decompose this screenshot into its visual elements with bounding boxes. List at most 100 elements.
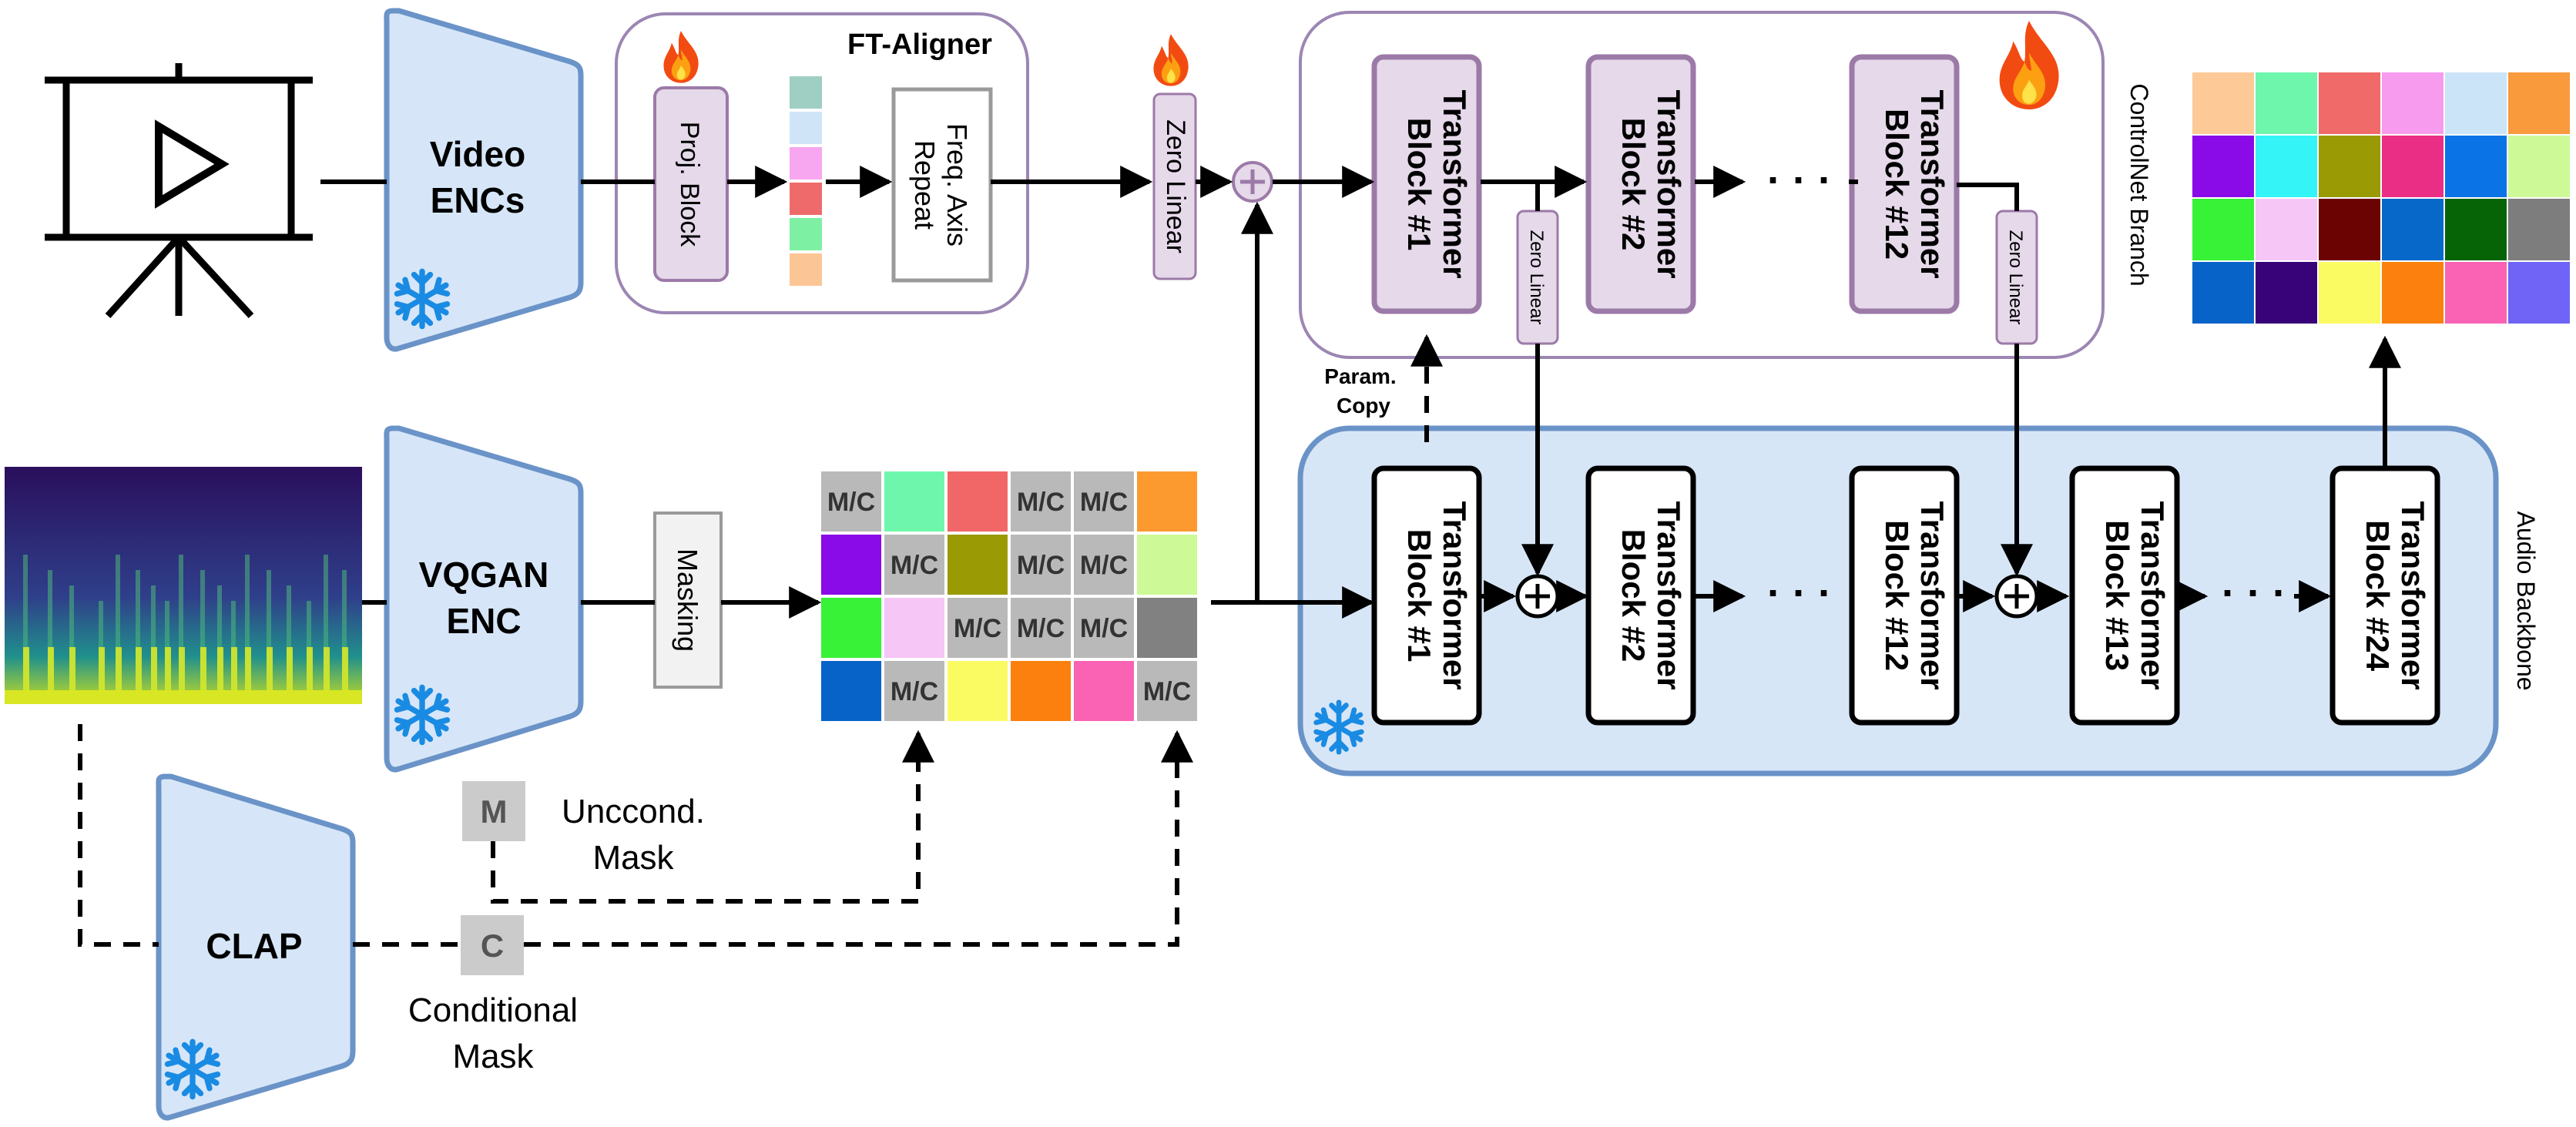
token-cell: [1011, 471, 1071, 532]
spectrogram-streak: [136, 570, 140, 701]
controlnet-block-2-label-line2: Block #2: [1615, 118, 1652, 251]
backbone-ellipsis-2: · · ·: [2222, 570, 2286, 616]
output-token-grid: [2192, 72, 2570, 324]
freq-axis-repeat: Freq. Axis Repeat: [891, 87, 993, 283]
output-token-cell: [2445, 136, 2507, 197]
feature-cell: [788, 252, 823, 287]
spectrogram-streak: [151, 647, 157, 701]
backbone-block-2-label-line2: Block #2: [1615, 529, 1652, 662]
audio-backbone-label: Audio Backbone: [2512, 511, 2540, 690]
token-cell: [821, 535, 881, 595]
clap-encoder-label: CLAP: [206, 926, 302, 966]
cond-mask-token-letter: C: [481, 927, 504, 964]
output-token-cell: [2256, 136, 2317, 197]
zero-linear-block1-label: Zero Linear: [1526, 230, 1547, 325]
zero-linear-block12-label: Zero Linear: [2005, 230, 2026, 325]
feature-cell: [788, 110, 823, 146]
dashed-spectrogram-to-clap: [78, 724, 159, 947]
vqgan-encoder-label-line1: VQGAN: [419, 555, 549, 595]
dashed-connectors: [78, 334, 1443, 947]
token-cell-label: M/C: [1143, 677, 1191, 706]
vqgan-encoder: VQGAN ENC: [384, 425, 584, 773]
proj-block-label: Proj. Block: [675, 122, 704, 247]
backbone-block-5-label-line1: Transformer: [2395, 501, 2431, 689]
token-cell: [1074, 471, 1134, 532]
output-token-cell: [2445, 262, 2507, 324]
zero-linear-aligner-label: Zero Linear: [1161, 119, 1190, 253]
output-token-cell: [2382, 262, 2444, 324]
dashed-uncond-token-to-grid: [491, 730, 934, 904]
output-token-cell: [2445, 72, 2507, 134]
spectrogram-streak: [69, 585, 74, 701]
feature-cell: [788, 146, 823, 181]
uncond-mask-token-letter: M: [481, 793, 508, 830]
output-token-cell: [2192, 136, 2254, 197]
video-encoder-label-line2: ENCs: [431, 180, 525, 220]
spectrogram-streak: [165, 647, 171, 701]
spectrogram-streak: [200, 647, 206, 701]
spectrogram-streak: [217, 585, 222, 701]
cond-mask-label-line1: Conditional: [408, 991, 578, 1029]
spectrogram-streak: [342, 647, 348, 701]
token-cell-label: M/C: [1017, 488, 1065, 517]
spectrogram-base-band: [5, 690, 362, 704]
spectrogram-streak: [23, 555, 28, 701]
token-cell-label: M/C: [891, 551, 938, 580]
spectrogram-streak: [245, 555, 250, 701]
spectrogram-streak: [179, 555, 183, 701]
output-token-cell: [2508, 262, 2570, 324]
video-encoder: Video ENCs: [384, 8, 584, 352]
output-token-cell: [2319, 72, 2380, 134]
video-encoder-label-line1: Video: [430, 134, 525, 174]
output-token-cell: [2256, 262, 2317, 324]
freq-axis-repeat-label-line1: Freq. Axis: [941, 123, 973, 247]
spectrogram-streak: [324, 555, 328, 701]
param-copy-label-line1: Param.: [1324, 364, 1396, 388]
output-token-cell: [2319, 136, 2380, 197]
vqgan-encoder-label-line2: ENC: [446, 601, 521, 641]
proj-block: Proj. Block: [653, 86, 729, 282]
zero-linear-block12: Zero Linear: [1995, 210, 2038, 345]
spectrogram-image: [5, 467, 362, 704]
token-cell: [948, 471, 1008, 532]
token-cell: [1137, 535, 1197, 595]
masking-label: Masking: [672, 548, 703, 652]
zero-linear-block1: Zero Linear: [1516, 210, 1559, 345]
spectrogram-streak: [116, 555, 120, 701]
output-token-cell: [2508, 72, 2570, 134]
controlnet-ellipsis: · · ·: [1767, 157, 1832, 203]
ft-aligner-title: FT-Aligner: [847, 29, 992, 61]
output-token-cell: [2319, 262, 2380, 324]
token-cell: [821, 471, 881, 532]
feature-cell: [788, 216, 823, 252]
uncond-mask-label-line1: Unccond.: [562, 793, 705, 830]
output-token-cell: [2508, 199, 2570, 260]
spectrogram-streak: [324, 647, 330, 701]
token-cell-label: M/C: [954, 614, 1001, 643]
output-token-cell: [2192, 262, 2254, 324]
backbone-ellipsis-1: · · ·: [1767, 570, 1832, 616]
token-cell: [1137, 661, 1197, 721]
backbone-block-1-label-line1: Transformer: [1437, 501, 1473, 689]
controlnet-block-1-label-line1: Transformer: [1437, 89, 1473, 278]
spectrogram-streak: [48, 647, 54, 701]
add-node-backbone-2: [1994, 574, 2039, 619]
spectrogram-streak: [267, 570, 271, 701]
token-cell-label: M/C: [891, 677, 938, 706]
controlnet-block-2-label-line1: Transformer: [1651, 89, 1687, 278]
token-cell-label: M/C: [1017, 614, 1065, 643]
backbone-block-3-label-line2: Block #12: [1879, 520, 1915, 671]
token-cell: [821, 661, 881, 721]
token-cell: [884, 598, 944, 658]
spectrogram-streak: [48, 570, 52, 701]
output-token-cell: [2445, 199, 2507, 260]
